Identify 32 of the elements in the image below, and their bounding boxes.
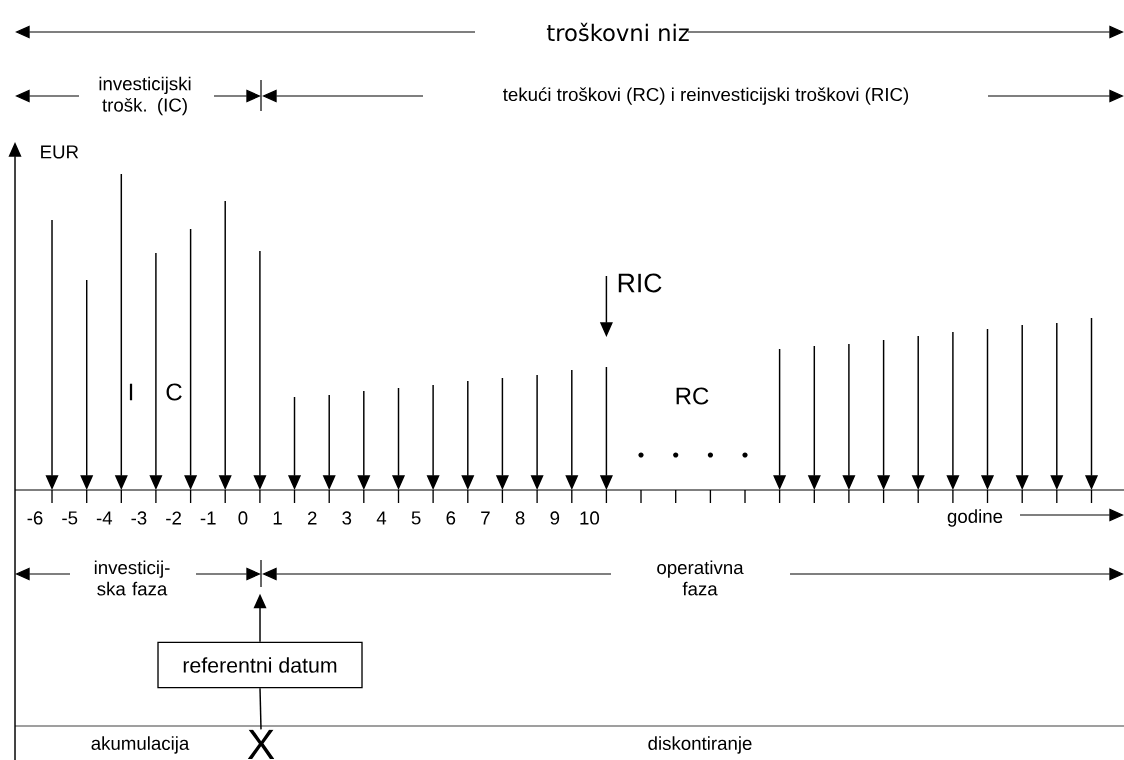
phase-label: operativna faza xyxy=(657,560,744,596)
tick-label: -5 xyxy=(62,511,78,525)
method-label: akumulacija xyxy=(91,736,190,754)
tick-label: -4 xyxy=(96,511,113,525)
tick-label: 10 xyxy=(580,511,600,525)
tick-label: 1 xyxy=(273,511,282,525)
dimension-label: troškovni niz xyxy=(546,22,689,42)
tick-label: -2 xyxy=(166,511,181,525)
cross-mark: X xyxy=(247,729,275,759)
tick-label: -3 xyxy=(131,511,147,525)
tick-label: 8 xyxy=(515,511,525,525)
dimension-label: investicijski trošk. (IC) xyxy=(99,76,191,116)
cost-label: RC xyxy=(676,387,709,405)
reference-date-box: referentni datum xyxy=(157,641,363,689)
tick-label: 5 xyxy=(411,511,421,525)
tick-label: 9 xyxy=(550,511,560,525)
tick-label: -6 xyxy=(27,511,43,525)
tick-label: 0 xyxy=(238,511,248,525)
axis-label: godine xyxy=(947,509,1003,527)
cost-label: I xyxy=(129,383,133,401)
method-label: diskontiranje xyxy=(648,736,752,754)
tick-label: -1 xyxy=(200,511,216,525)
tick-label: 7 xyxy=(481,511,490,525)
cost-label: C xyxy=(166,383,182,401)
tick-label: 3 xyxy=(342,511,352,525)
cost-label: RIC xyxy=(618,273,662,293)
axis-label: EUR xyxy=(41,145,79,159)
tick-label: 6 xyxy=(446,511,456,525)
dimension-label: tekući troškovi (RC) i reinvesticijski troškovi (RIC) xyxy=(503,87,909,105)
tick-label: 4 xyxy=(376,511,387,525)
tick-label: 2 xyxy=(307,511,317,525)
phase-label: investicij- ska faza xyxy=(94,560,170,596)
